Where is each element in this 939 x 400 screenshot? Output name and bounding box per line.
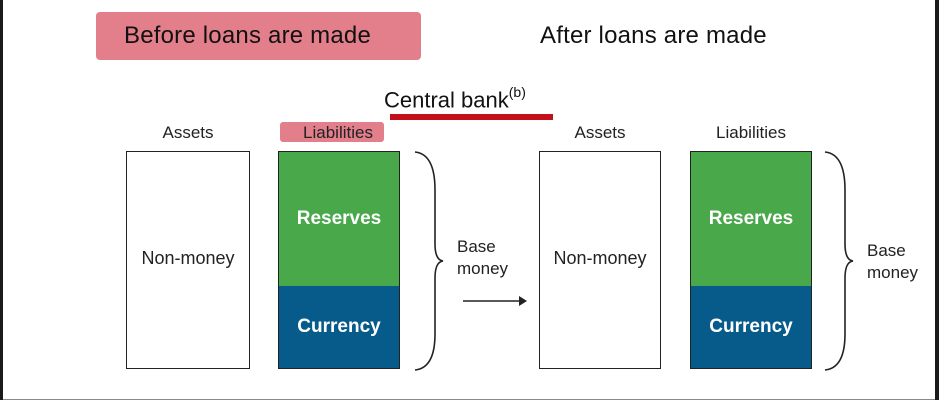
central-bank-label: Central bank bbox=[384, 87, 509, 113]
before-base-money-label: Base money bbox=[457, 236, 508, 280]
after-assets-box: Non-money bbox=[539, 151, 661, 369]
before-assets-header: Assets bbox=[162, 123, 214, 142]
before-liabilities-box: Reserves Currency bbox=[278, 151, 400, 369]
after-currency-label: Currency bbox=[709, 316, 793, 337]
after-assets-header: Assets bbox=[574, 123, 626, 142]
after-base-label: Base bbox=[867, 241, 906, 260]
central-bank-footnote: (b) bbox=[508, 84, 526, 100]
central-bank-underline bbox=[390, 114, 553, 120]
central-bank-title: Central bank(b) bbox=[384, 84, 526, 113]
before-assets-box: Non-money bbox=[126, 151, 250, 369]
before-reserves-segment: Reserves bbox=[279, 152, 399, 286]
after-non-money-label: Non-money bbox=[553, 248, 647, 268]
after-money-label: money bbox=[867, 263, 919, 282]
before-money-label: money bbox=[457, 259, 509, 278]
after-brace bbox=[824, 151, 854, 371]
after-liabilities-box: Reserves Currency bbox=[690, 151, 812, 369]
before-liabilities-header: Liabilities bbox=[303, 123, 373, 142]
before-base-label: Base bbox=[457, 237, 496, 256]
before-currency-label: Currency bbox=[297, 316, 381, 337]
after-base-money-label: Base money bbox=[867, 240, 918, 284]
diagram-frame: Before loans are made After loans are ma… bbox=[3, 0, 935, 400]
after-reserves-segment: Reserves bbox=[691, 152, 811, 286]
before-liabilities-highlight bbox=[280, 122, 384, 142]
before-reserves-label: Reserves bbox=[296, 208, 382, 229]
before-currency-segment: Currency bbox=[279, 286, 399, 368]
after-heading: After loans are made bbox=[540, 22, 767, 49]
after-reserves-label: Reserves bbox=[708, 208, 794, 229]
before-non-money-label: Non-money bbox=[141, 248, 235, 268]
after-liabilities-header: Liabilities bbox=[716, 123, 786, 142]
before-brace bbox=[414, 151, 444, 371]
before-heading-highlight bbox=[96, 12, 421, 60]
transition-arrow bbox=[463, 296, 527, 306]
before-heading: Before loans are made bbox=[124, 22, 372, 49]
after-currency-segment: Currency bbox=[691, 286, 811, 368]
